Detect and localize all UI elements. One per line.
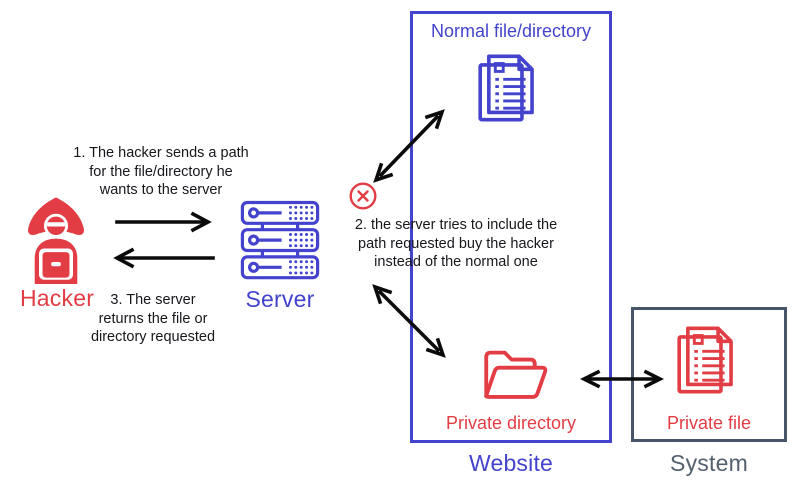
normal-documents-icon bbox=[473, 46, 545, 130]
system-label: System bbox=[670, 450, 748, 476]
private-directory-label: Private directory bbox=[445, 413, 577, 433]
server-label: Server bbox=[245, 286, 315, 312]
hacker-icon bbox=[20, 196, 92, 284]
normal-file-title: Normal file/directory bbox=[430, 21, 592, 41]
private-folder-icon bbox=[477, 341, 554, 412]
step3-note: 3. The server returns the file or direct… bbox=[90, 292, 216, 345]
step2-note: 2. the server tries to include the path … bbox=[354, 217, 558, 270]
website-label: Website bbox=[468, 450, 554, 476]
arrow-left-icon bbox=[112, 246, 216, 270]
arrow-double-diagonal-down-icon bbox=[369, 281, 449, 361]
system-box bbox=[631, 307, 787, 442]
private-file-label: Private file bbox=[666, 413, 752, 433]
server-rack-icon bbox=[240, 200, 320, 281]
private-documents-icon bbox=[672, 318, 744, 402]
hacker-label: Hacker bbox=[20, 285, 95, 311]
arrow-double-horizontal-icon bbox=[580, 367, 664, 391]
arrow-right-icon bbox=[114, 210, 214, 234]
arrow-double-diagonal-up-icon bbox=[370, 106, 448, 186]
circled-x-icon bbox=[348, 181, 378, 211]
step1-note: 1. The hacker sends a path for the file/… bbox=[73, 145, 249, 198]
website-box bbox=[410, 11, 612, 443]
